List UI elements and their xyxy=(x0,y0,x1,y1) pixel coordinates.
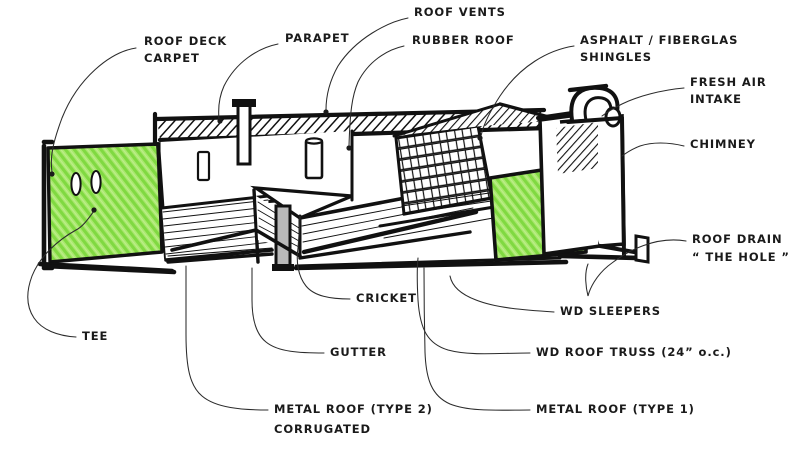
label-wd-roof-truss: WD ROOF TRUSS (24” o.c.) xyxy=(536,345,732,359)
label-cricket: CRICKET xyxy=(356,291,417,305)
annotation-labels: ROOF DECK CARPET PARAPET ROOF VENTS RUBB… xyxy=(82,5,790,436)
label-metal-roof-type-1: METAL ROOF (TYPE 1) xyxy=(536,402,695,416)
label-wd-sleepers: WD SLEEPERS xyxy=(560,304,661,318)
label-roof-vents: ROOF VENTS xyxy=(414,5,506,19)
leader-metal-roof-type-1 xyxy=(423,267,531,411)
leader-lines xyxy=(27,17,687,411)
leader-dot-roof-deck-carpet xyxy=(49,171,55,177)
leader-parapet xyxy=(218,43,279,120)
leader-roof-deck-carpet xyxy=(50,47,137,173)
label-roof-drain-line2: “ THE HOLE ” xyxy=(692,250,790,264)
label-parapet: PARAPET xyxy=(285,31,349,45)
label-fresh-air-intake-line1: FRESH AIR xyxy=(690,75,767,89)
leader-tee xyxy=(27,210,95,338)
label-roof-deck-carpet-line2: CARPET xyxy=(144,51,200,65)
label-shingles-line2: SHINGLES xyxy=(580,50,652,64)
label-metal-roof-type-2-line2: CORRUGATED xyxy=(274,422,371,436)
label-roof-drain-line1: ROOF DRAIN xyxy=(692,232,782,246)
leader-dot-parapet xyxy=(217,118,223,124)
bottom-structure xyxy=(41,234,650,275)
label-metal-roof-type-2-line1: METAL ROOF (TYPE 2) xyxy=(274,402,433,416)
label-rubber-roof: RUBBER ROOF xyxy=(412,33,515,47)
leader-wd-sleepers xyxy=(449,275,555,313)
fresh-air-intake-hood xyxy=(566,83,624,128)
label-tee: TEE xyxy=(82,329,108,343)
leader-dot-rubber-roof xyxy=(346,145,352,151)
tee-ovals xyxy=(70,170,102,196)
leader-wd-roof-truss xyxy=(416,257,531,355)
chimney-block xyxy=(536,106,636,258)
leader-dot-shingles xyxy=(477,135,483,141)
leader-roof-vents xyxy=(325,17,409,111)
leader-cricket xyxy=(296,215,351,300)
leader-shingles xyxy=(480,45,575,137)
leader-gutter xyxy=(251,267,325,354)
label-roof-deck-carpet-line1: ROOF DECK xyxy=(144,34,227,48)
leader-metal-roof-type-2 xyxy=(185,265,269,411)
label-gutter: GUTTER xyxy=(330,345,387,359)
label-fresh-air-intake-line2: INTAKE xyxy=(690,92,742,106)
leader-dot-tee xyxy=(91,207,97,213)
left-roof-deck-panel xyxy=(46,142,164,264)
leader-chimney xyxy=(621,142,685,157)
sleeper-post xyxy=(272,204,294,271)
leader-dot-roof-vents xyxy=(323,109,329,115)
leader-fresh-air-intake xyxy=(601,87,685,117)
roof-assembly-drawing xyxy=(37,83,650,275)
label-shingles-line1: ASPHALT / FIBERGLAS xyxy=(580,33,738,47)
leader-rubber-roof xyxy=(348,45,405,147)
leader-roof-drain xyxy=(585,239,687,297)
label-chimney: CHIMNEY xyxy=(690,137,756,151)
